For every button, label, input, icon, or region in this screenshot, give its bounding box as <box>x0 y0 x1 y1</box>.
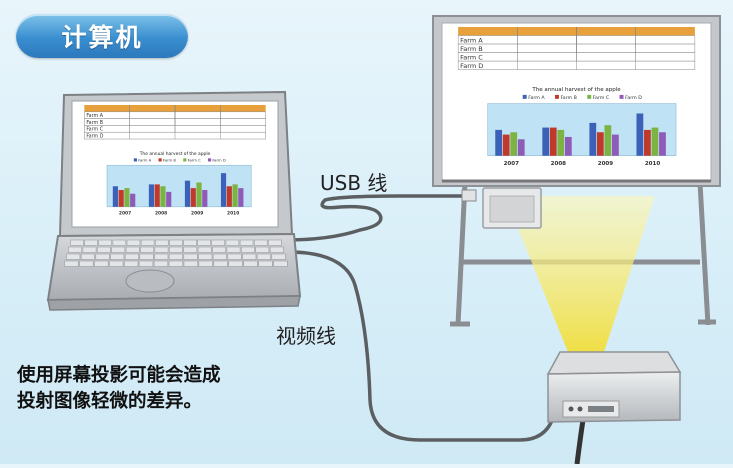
board-legend-swatch <box>554 94 559 99</box>
note-line-2: 投射图像轻微的差异。 <box>17 391 203 412</box>
board-chart-year-label: 2008 <box>551 161 567 167</box>
laptop-chart-bar <box>184 180 191 207</box>
computer-badge: 计算机 <box>16 14 188 58</box>
keyboard <box>64 239 288 267</box>
laptop-legend-label: Farm B <box>163 157 176 162</box>
video-cable <box>286 250 555 442</box>
laptop-chart-bar <box>196 182 202 207</box>
laptop-legend-label: Farm A <box>138 157 151 162</box>
laptop-chart-bar <box>202 190 208 207</box>
board-chart-title: The annual harvest of the apple <box>531 87 621 93</box>
video-cable-label: 视频线 <box>276 324 336 348</box>
board-chart-year-label: 2009 <box>598 161 614 167</box>
laptop-chart-bar <box>154 184 160 207</box>
board-chart-bar <box>589 122 597 156</box>
board-chart-year-label: 2007 <box>504 161 520 167</box>
note-line-1: 使用屏幕投影可能会造成 <box>17 365 221 386</box>
laptop-chart-bar <box>112 186 118 207</box>
laptop-legend-label: Farm D <box>212 157 225 162</box>
board-chart-bar <box>517 139 525 156</box>
board-legend-swatch <box>522 94 527 99</box>
usb-plug <box>461 189 477 202</box>
usb-cable-label: USB 线 <box>320 171 388 195</box>
laptop-chart-bar <box>238 188 244 207</box>
laptop-legend-swatch <box>207 158 212 162</box>
board-chart-bar <box>510 132 518 156</box>
board-table-row-label: Farm D <box>460 62 483 70</box>
projector-power-cable <box>574 419 586 465</box>
laptop-chart-bar <box>232 184 238 207</box>
board-chart-bar <box>502 134 510 156</box>
projector <box>546 351 682 423</box>
board-legend-label: Farm A <box>528 95 545 101</box>
board-chart-bar <box>659 132 666 156</box>
laptop-legend-swatch <box>133 158 137 162</box>
laptop-chart-year-label: 2010 <box>227 210 239 216</box>
laptop-legend-swatch <box>183 158 187 162</box>
laptop-chart-bar <box>220 173 227 207</box>
board-legend-swatch <box>587 94 592 99</box>
laptop-chart-bar <box>226 186 232 207</box>
board-chart-bar <box>636 113 644 156</box>
board-chart-bar <box>644 129 651 156</box>
board-chart-bar <box>596 132 604 156</box>
laptop-chart-bar <box>124 188 130 207</box>
laptop-chart-bar <box>166 191 172 207</box>
board-chart-bar <box>612 134 619 156</box>
usb-cable <box>283 194 472 242</box>
laptop-chart-bar <box>130 193 136 207</box>
note-text: 使用屏幕投影可能会造成 投射图像轻微的差异。 <box>17 363 307 415</box>
laptop-chart-bar <box>118 190 124 207</box>
board-table-row-label: Farm C <box>460 54 483 62</box>
camera-unit <box>482 187 542 229</box>
laptop-chart-bar <box>190 188 196 207</box>
laptop-legend-swatch <box>158 158 162 162</box>
projection-beam <box>505 196 655 352</box>
board-chart-bar <box>495 129 503 156</box>
board-chart-bar <box>549 127 557 156</box>
board-table-row-label: Farm B <box>460 45 483 53</box>
laptop-table-row-label: Farm A <box>86 113 103 119</box>
laptop-chart-bar <box>148 184 155 207</box>
laptop-table-row-label: Farm C <box>86 127 103 133</box>
laptop-table-row-label: Farm D <box>86 134 103 140</box>
laptop-chart-bar <box>160 186 166 207</box>
laptop-chart-year-label: 2008 <box>155 210 167 216</box>
board-chart-bar <box>564 136 572 156</box>
laptop-legend-label: Farm C <box>188 157 201 162</box>
board-chart-bar <box>651 127 659 156</box>
board-legend-swatch <box>619 94 624 99</box>
board-legend-label: Farm B <box>561 95 577 101</box>
board-legend-label: Farm C <box>593 95 610 101</box>
board-table-row-label: Farm A <box>460 37 483 45</box>
board-chart-bar <box>604 125 612 156</box>
board-legend-label: Farm D <box>625 95 642 101</box>
touchpad <box>125 269 175 293</box>
board-chart-year-label: 2010 <box>645 161 661 167</box>
laptop-chart-year-label: 2007 <box>119 210 131 216</box>
laptop-table-row-label: Farm B <box>86 120 103 126</box>
laptop-chart-title: The annual harvest of the apple <box>139 151 211 157</box>
board-chart-bar <box>557 129 565 156</box>
laptop-chart-year-label: 2009 <box>191 210 203 216</box>
board-chart-bar <box>542 127 550 156</box>
